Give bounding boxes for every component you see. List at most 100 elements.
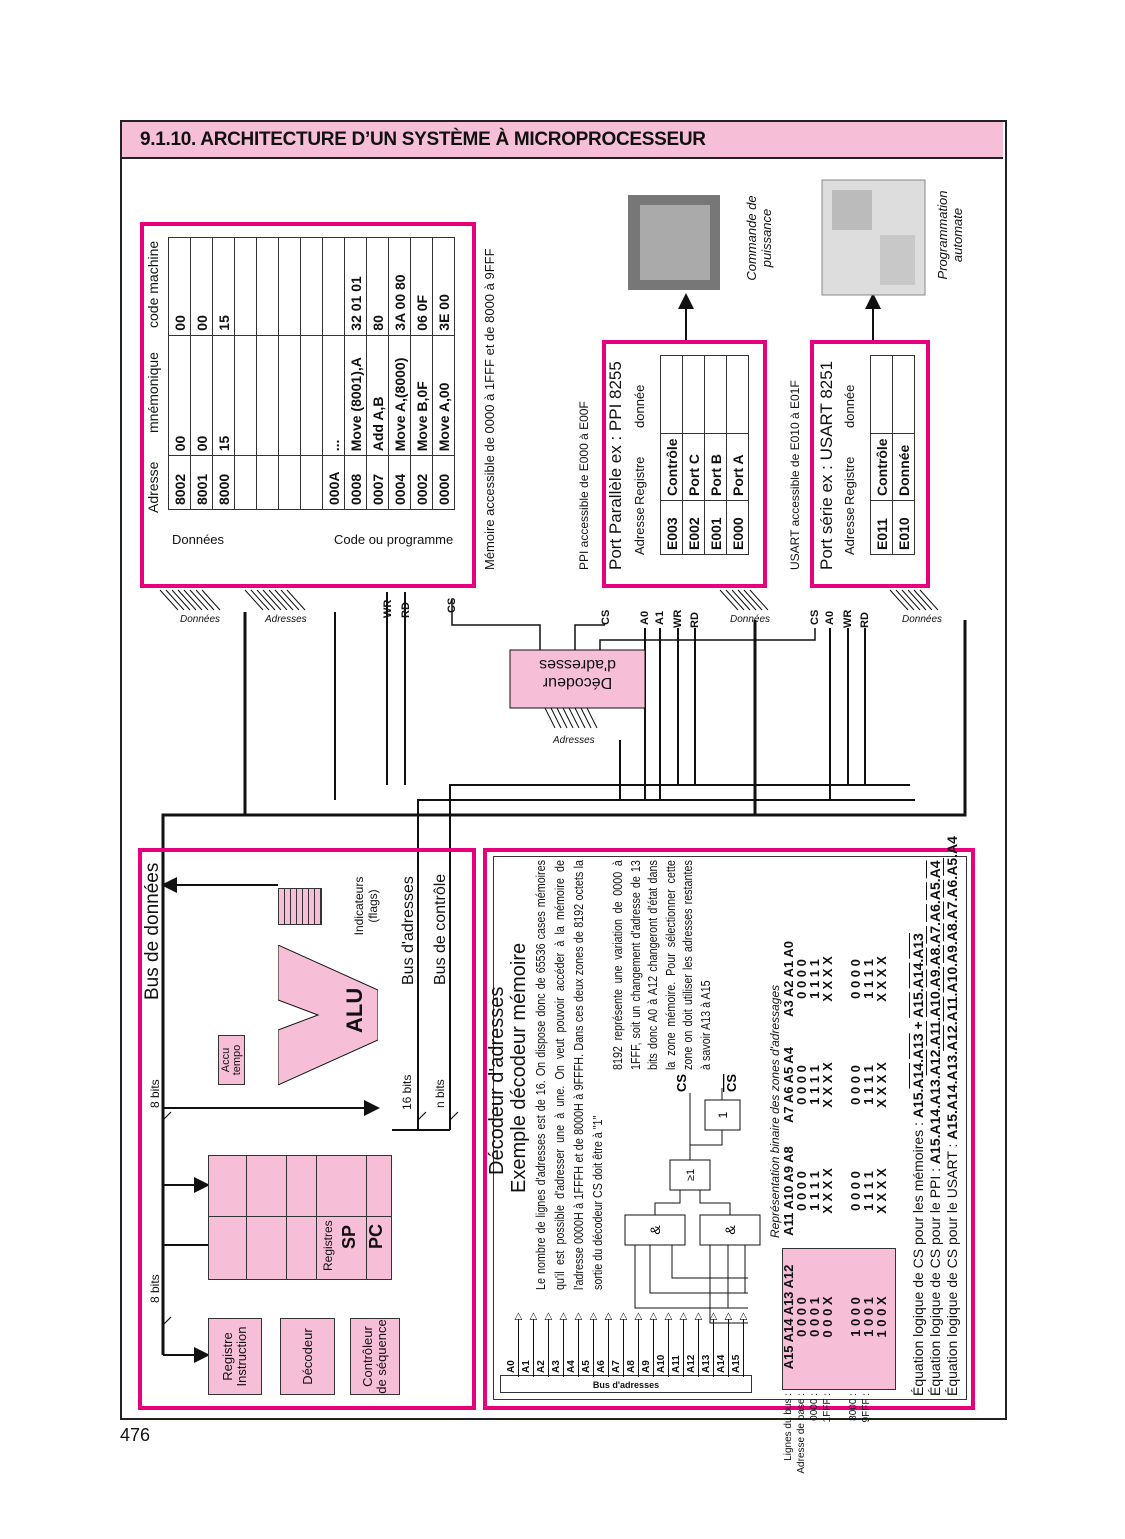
usart-a0-label: A0 bbox=[824, 610, 836, 625]
and-gate-1: & bbox=[647, 1225, 663, 1235]
memory-mnemonic: Move (8001),A bbox=[344, 335, 367, 456]
memory-code bbox=[322, 237, 345, 336]
memory-address: 8002 bbox=[168, 455, 191, 510]
memory-code bbox=[278, 237, 301, 336]
memory-mnemonic: Add A,B bbox=[366, 335, 389, 456]
bit-values: X X X X bbox=[820, 1062, 835, 1108]
line-arrow-icon: ▷ bbox=[558, 1312, 569, 1320]
alu-shape bbox=[278, 945, 378, 1085]
memory-mnemonic bbox=[234, 335, 257, 456]
register-data bbox=[660, 355, 683, 434]
bit-values: X X X X bbox=[820, 956, 835, 1002]
instruction-decoder: Décodeur bbox=[280, 1318, 335, 1395]
memory-mnemonic bbox=[278, 335, 301, 456]
ppi-header-data: donnée bbox=[632, 384, 647, 428]
memory-address bbox=[278, 455, 301, 510]
usart-caption: USART accessible de E010 à E01F bbox=[788, 380, 802, 570]
usart-header-register: Registre bbox=[842, 456, 857, 505]
memory-row: 000A... bbox=[322, 237, 345, 510]
data-bus-line bbox=[161, 612, 967, 1355]
address-line-label: A3 bbox=[551, 1360, 562, 1373]
ppi-data-bus-label: Données bbox=[730, 614, 771, 625]
address-line-label: A4 bbox=[566, 1360, 577, 1373]
usart-rd-label: RD bbox=[859, 612, 871, 628]
register-address: E011 bbox=[870, 500, 893, 555]
line-arrow-icon: ▷ bbox=[528, 1312, 539, 1320]
address-line bbox=[578, 1319, 579, 1377]
data-bus-label: Bus de données bbox=[142, 862, 163, 1000]
register-name: Contrôle bbox=[660, 433, 683, 501]
memory-address: 0004 bbox=[388, 455, 411, 510]
bits-8-label-a: 8 bits bbox=[148, 1079, 162, 1108]
mem-rd-label: RD bbox=[400, 602, 412, 618]
usart-cs-label: CS bbox=[809, 609, 821, 625]
decoder-paragraph-2: 8192 représente une variation de 0000 à … bbox=[611, 860, 713, 1070]
memory-mnemonic: 00 bbox=[168, 335, 191, 456]
decoder-subtitle: Exemple décodeur mémoire bbox=[508, 942, 530, 1193]
address-line-label: A0 bbox=[506, 1360, 517, 1373]
power-control-caption: Commande de puissance bbox=[744, 195, 774, 281]
page-number: 476 bbox=[120, 1425, 151, 1445]
address-line bbox=[518, 1319, 519, 1377]
memory-data-label: Données bbox=[172, 532, 225, 547]
equation-label: Équation logique de CS pour le USART : bbox=[944, 1139, 960, 1396]
memory-code: 06 0F bbox=[410, 237, 433, 336]
memory-address: 8000 bbox=[212, 455, 235, 510]
register-data bbox=[870, 355, 893, 434]
address-bus-label: Bus d'adresses bbox=[400, 876, 417, 985]
address-bus-bar: Bus d'adresses bbox=[500, 1375, 752, 1393]
register-address: E002 bbox=[682, 500, 705, 555]
address-line-label: A13 bbox=[701, 1354, 712, 1373]
register-address: E003 bbox=[660, 500, 683, 555]
bits-n-label: n bits bbox=[433, 1079, 447, 1108]
section-title: 9.1.10. ARCHITECTURE D’UN SYSTÈME À MICR… bbox=[140, 129, 706, 150]
address-line-label: A6 bbox=[596, 1360, 607, 1373]
address-line-label: A8 bbox=[626, 1360, 637, 1373]
memory-row bbox=[300, 237, 323, 510]
memory-mnemonic bbox=[300, 335, 323, 456]
memory-mnemonic: Move A,00 bbox=[432, 335, 455, 456]
cs-equation: Équation logique de CS pour les mémoires… bbox=[910, 836, 927, 1396]
bits-16-label: 16 bits bbox=[400, 1074, 414, 1110]
sequence-controller: Contrôleur de séquence bbox=[350, 1318, 400, 1395]
section-title-bar: 9.1.10. ARCHITECTURE D’UN SYSTÈME À MICR… bbox=[122, 122, 1003, 159]
decoder-title: Décodeur d'adresses bbox=[486, 986, 508, 1175]
memory-row bbox=[278, 237, 301, 510]
memory-address: 0002 bbox=[410, 455, 433, 510]
or-gate: ≥1 bbox=[685, 1169, 697, 1181]
ppi-caption: PPI accessible de E000 à E00F bbox=[577, 401, 591, 570]
memory-address bbox=[234, 455, 257, 510]
memory-code: 3E 00 bbox=[432, 237, 455, 336]
bit-values: 0 0 0 X bbox=[820, 1296, 835, 1338]
bit-values: X X X X bbox=[874, 1062, 889, 1108]
memory-mnemonic bbox=[256, 335, 279, 456]
usart-wr-label: WR bbox=[842, 609, 854, 628]
memory-header-address: Adresse bbox=[145, 461, 161, 513]
memory-header-mnemonic: mnémonique bbox=[145, 352, 161, 433]
memory-code: 80 bbox=[366, 237, 389, 336]
line-arrow-icon: ▷ bbox=[573, 1312, 584, 1320]
equation-expression: A15.A14.A13 + A15.A14.A13 bbox=[910, 933, 926, 1119]
alu-label: ALU bbox=[342, 987, 367, 1033]
memory-header-code: code machine bbox=[145, 240, 161, 328]
usart-header-address: Adresse bbox=[842, 507, 857, 555]
cs-equation: Équation logique de CS pour le PPI : A15… bbox=[927, 836, 944, 1396]
chip-select-lines bbox=[451, 600, 816, 650]
memory-mnemonic: ... bbox=[322, 335, 345, 456]
bit-values: X X X X bbox=[874, 956, 889, 1002]
bits-8-label-b: 8 bits bbox=[148, 1274, 162, 1303]
bit-values: 1 0 0 X bbox=[874, 1296, 889, 1338]
